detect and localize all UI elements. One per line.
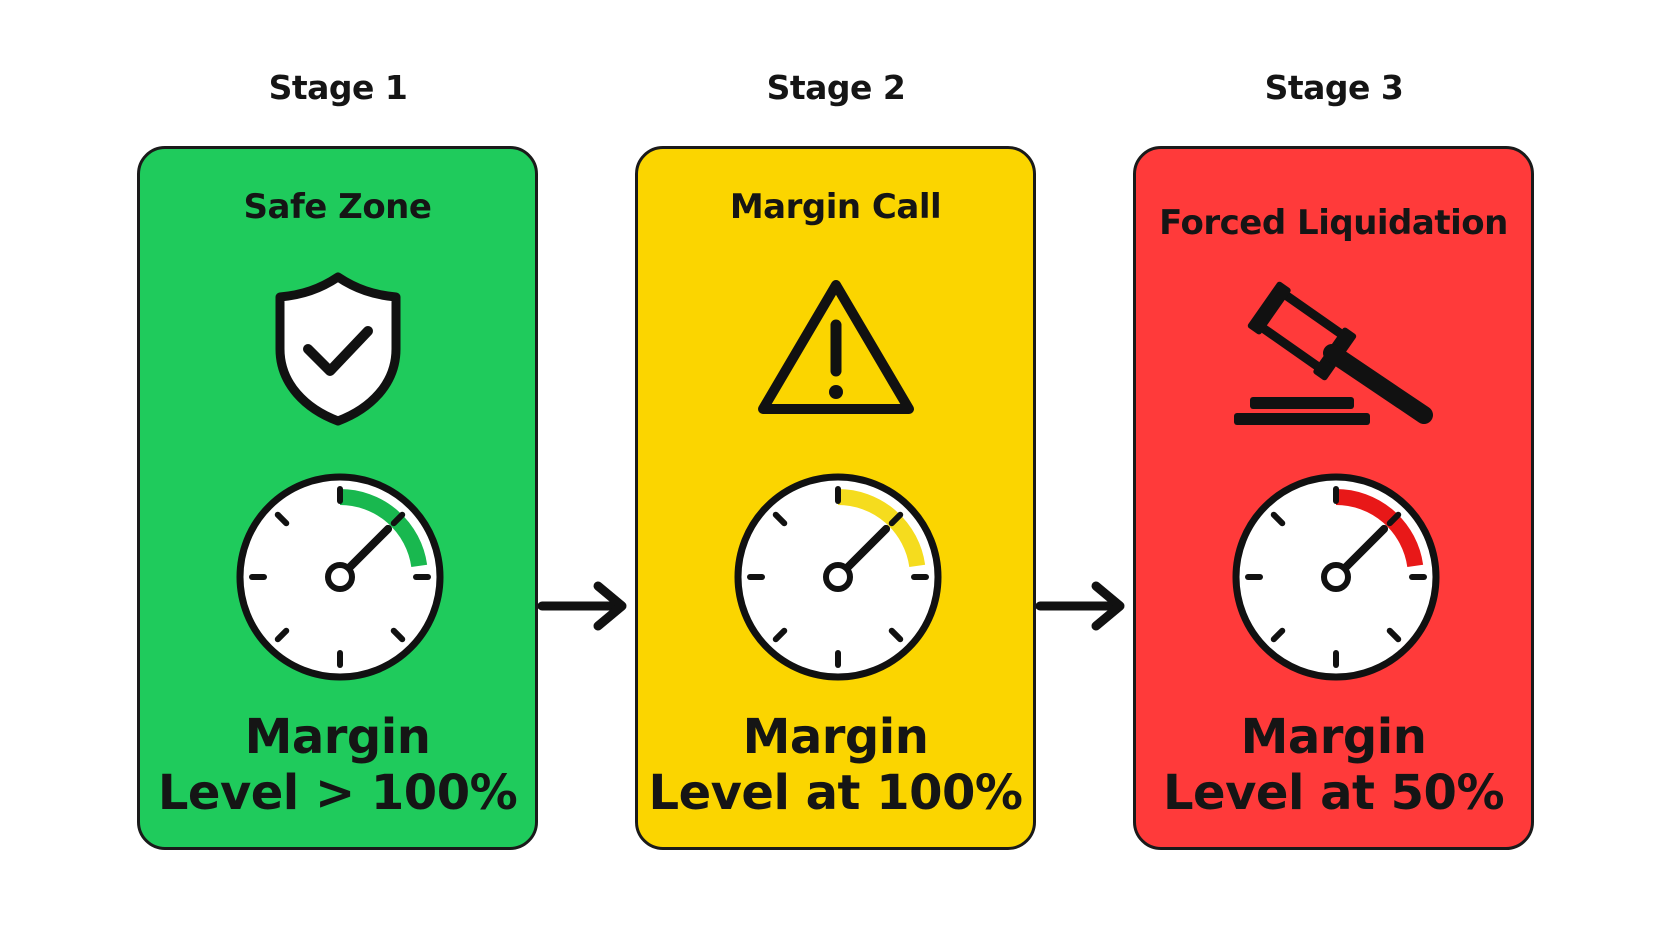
stage-2-label: Stage 2 [766, 68, 906, 107]
status-line-1: Margin [244, 709, 431, 765]
status-line-1: Margin [1240, 709, 1427, 765]
status-line-2: Level at 50% [1162, 765, 1505, 821]
shield-check-icon [140, 269, 535, 439]
safe-zone-card: Safe Zone Margin Level > 100% [137, 146, 538, 850]
card-title: Margin Call [729, 187, 942, 227]
stage-3-label: Stage 3 [1264, 68, 1404, 107]
margin-gauge-icon [1232, 473, 1440, 681]
margin-level-status: Margin Level at 100% [638, 709, 1033, 821]
status-line-2: Level > 100% [157, 765, 518, 821]
arrow-right-icon [1036, 581, 1125, 631]
status-line-1: Margin [742, 709, 929, 765]
margin-gauge-icon [734, 473, 942, 681]
margin-call-card: Margin Call Margin Level at 100% [635, 146, 1036, 850]
card-title: Safe Zone [243, 187, 432, 227]
gavel-icon [1136, 269, 1531, 439]
margin-gauge-icon [236, 473, 444, 681]
warning-triangle-icon [638, 269, 1033, 439]
margin-level-status: Margin Level at 50% [1136, 709, 1531, 821]
arrow-right-icon [538, 581, 627, 631]
forced-liquidation-card: Forced Liquidation Margin Level at 50% [1133, 146, 1534, 850]
stage-1-label: Stage 1 [268, 68, 408, 107]
card-title: Forced Liquidation [1159, 203, 1508, 243]
status-line-2: Level at 100% [648, 765, 1023, 821]
margin-level-status: Margin Level > 100% [140, 709, 535, 821]
